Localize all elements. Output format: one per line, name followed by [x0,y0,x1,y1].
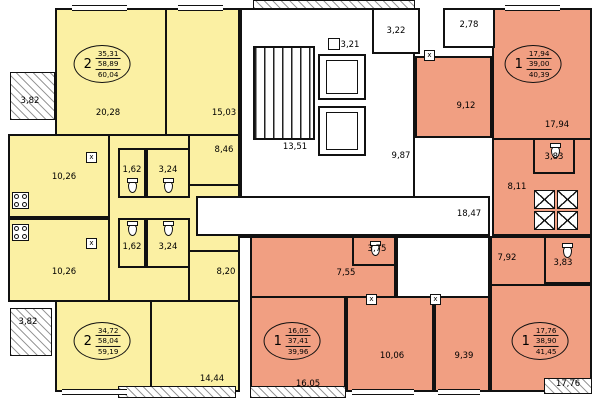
toilet-icon [127,178,138,193]
vent-icon: х [86,152,97,163]
corridor [196,196,490,236]
area-label-bc-bath: 3,75 [367,244,387,254]
apartment-stamp-bottom-right: 1 17,76 38,90 41,45 [511,321,569,361]
area-label-bc-living: 16,05 [295,379,321,389]
room-bedroom-bottom-left [150,300,240,392]
area-label-bc-hall: 7,55 [336,268,356,278]
area-label-tr-bath: 3,83 [544,152,564,162]
room-entry-top-right [443,8,495,48]
balcony-bottom-right-strip [544,378,592,394]
room-shaft [372,8,420,54]
balcony-bottom-center-strip [250,386,346,398]
rooms-count: 1 [273,333,282,349]
area-label-bath-top: 3,24 [158,165,178,175]
area-label-tr-kitchen: 9,12 [456,101,476,111]
area-label-tl-bedroom: 15,03 [211,108,237,118]
wardrobe-icon [534,190,555,209]
wardrobe-icon [557,211,578,230]
stove-icon [12,224,29,241]
window [72,5,127,11]
area-label-br-hall: 7,92 [497,253,517,263]
toilet-icon [127,221,138,236]
window [178,5,223,11]
apartment-stamp-top-left: 2 35,31 58,89 60,04 [73,44,131,84]
balcony-bottom-left-strip [118,386,236,398]
area-label-hall-bottom: 8,20 [216,267,236,277]
toilet-icon [370,241,381,256]
window [62,389,127,395]
area-label-corridor: 18,47 [456,209,482,219]
area-label-br-bath: 3,83 [553,258,573,268]
vent-icon: х [430,294,441,305]
toilet-icon [163,221,174,236]
apartment-areas: 17,94 39,00 40,39 [526,48,552,79]
room-hall-top [188,134,240,186]
lift-lobby-icon [328,38,340,50]
area-label-tl-balcony: 3,82 [20,96,40,106]
rooms-count: 2 [83,333,92,349]
area-label-tr-entry: 2,78 [459,20,479,30]
window [438,389,480,395]
apartment-stamp-top-right: 1 17,94 39,00 40,39 [504,44,562,84]
toilet-icon [562,243,573,258]
area-label-kitchen-bottom: 10,26 [51,267,77,277]
vent-icon: х [424,50,435,61]
apartment-stamp-bottom-center: 1 16,05 37,41 39,96 [263,321,321,361]
rooms-count: 1 [521,333,530,349]
rooms-count: 1 [514,56,523,72]
elevator-car-1-icon [326,60,358,94]
toilet-icon [550,143,561,158]
area-label-bl-balcony: 3,82 [18,317,38,327]
area-label-br-living: 17,76 [555,379,581,389]
area-label-wc-top: 1,62 [122,165,142,175]
area-label-tr-hall: 8,11 [507,182,527,192]
area-label-tr-living: 17,94 [544,120,570,130]
apartment-stamp-bottom-left: 2 34,72 58,04 59,19 [73,321,131,361]
room-kitchen-bottom-center [346,296,434,392]
apartment-areas: 35,31 58,89 60,04 [95,48,121,79]
area-label-bc-bedroom: 9,39 [454,351,474,361]
area-label-tl-living: 20,28 [95,108,121,118]
vent-icon: х [366,294,377,305]
area-label-bl-bedroom: 14,44 [199,374,225,384]
wardrobe-icon [534,211,555,230]
window [352,389,414,395]
area-label-core-hall: 9,87 [391,151,411,161]
area-label-hall-top: 8,46 [214,145,234,155]
toilet-icon [163,178,174,193]
wardrobe-icon [557,190,578,209]
room-bedroom-bottom-center [434,296,490,392]
balcony-bottom-left [10,308,52,356]
apartment-areas: 16,05 37,41 39,96 [285,325,311,356]
room-utility-bottom-center [396,236,490,298]
rooms-count: 2 [83,56,92,72]
area-label-bath-bottom: 3,24 [158,242,178,252]
balcony-top-core [253,0,415,9]
stove-icon [12,192,29,209]
room-kitchen-top-right [415,56,492,138]
area-label-wc-bottom: 1,62 [122,242,142,252]
area-label-kitchen-top: 10,26 [51,172,77,182]
area-label-lift-lobby: 3,21 [340,40,360,50]
elevator-car-2-icon [326,112,358,150]
area-label-stairs: 13,51 [282,142,308,152]
area-label-shaft: 3,22 [386,26,406,36]
stairs [253,46,315,140]
area-label-bc-kitchen: 10,06 [379,351,405,361]
apartment-areas: 34,72 58,04 59,19 [95,325,121,356]
room-hall-bottom [188,250,240,302]
window [505,5,560,11]
vent-icon: х [86,238,97,249]
apartment-areas: 17,76 38,90 41,45 [533,325,559,356]
balcony-top-left [10,72,55,120]
